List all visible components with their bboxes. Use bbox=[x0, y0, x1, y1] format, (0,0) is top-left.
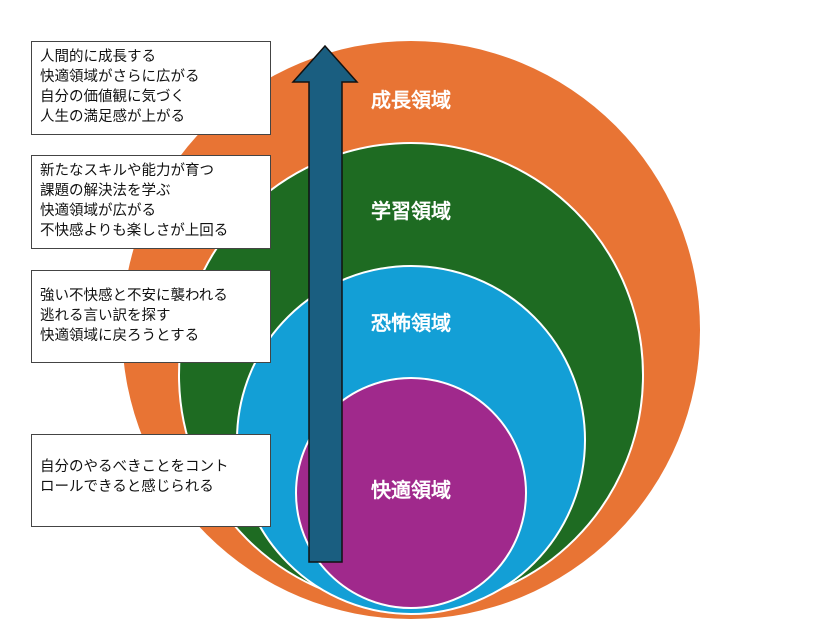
growth-zone-note: 人間的に成長する 快適領域がさらに広がる 自分の価値観に気づく 人生の満足感が上… bbox=[31, 41, 271, 135]
note-line: ロールできると感じられる bbox=[40, 479, 214, 495]
note-line: 人生の満足感が上がる bbox=[40, 109, 185, 125]
note-line: 快適領域がさらに広がる bbox=[40, 69, 200, 85]
comfort-zone-circle bbox=[295, 377, 527, 609]
fear-zone-note: 強い不快感と不安に襲われる 逃れる言い訳を探す 快適領域に戻ろうとする bbox=[31, 270, 271, 363]
note-line: 自分の価値観に気づく bbox=[40, 89, 185, 105]
learning-zone-note: 新たなスキルや能力が育つ 課題の解決法を学ぶ 快適領域が広がる 不快感よりも楽し… bbox=[31, 155, 271, 249]
note-line: 不快感よりも楽しさが上回る bbox=[40, 223, 229, 239]
note-line: 快適領域が広がる bbox=[40, 203, 156, 219]
note-line: 快適領域に戻ろうとする bbox=[40, 328, 200, 344]
comfort-zone-label: 快適領域 bbox=[371, 478, 451, 502]
growth-direction-arrow bbox=[291, 44, 359, 563]
fear-zone-label: 恐怖領域 bbox=[371, 311, 451, 335]
learning-zone-label: 学習領域 bbox=[371, 199, 451, 223]
note-line: 自分のやるべきことをコント bbox=[40, 459, 229, 475]
note-line: 課題の解決法を学ぶ bbox=[40, 183, 171, 199]
growth-zone-label: 成長領域 bbox=[371, 88, 451, 112]
note-line: 逃れる言い訳を探す bbox=[40, 308, 171, 324]
comfort-zone-note: 自分のやるべきことをコント ロールできると感じられる bbox=[31, 434, 271, 527]
note-line: 新たなスキルや能力が育つ bbox=[40, 163, 214, 179]
note-line: 人間的に成長する bbox=[40, 49, 156, 65]
note-line: 強い不快感と不安に襲われる bbox=[40, 288, 228, 304]
